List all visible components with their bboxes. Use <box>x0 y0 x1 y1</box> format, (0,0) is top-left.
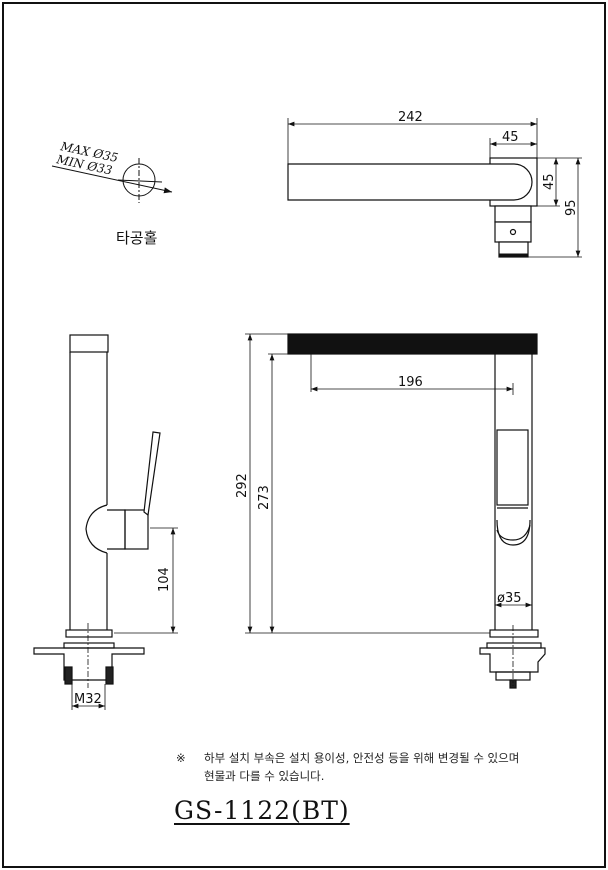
note-line-2: 현물과 다를 수 있습니다. <box>204 769 325 783</box>
dim-handle-height-104: 104 <box>157 567 172 592</box>
installation-note: ※ 하부 설치 부속은 설치 용이성, 안전성 등을 위해 변경될 수 있으며 현… <box>176 749 519 785</box>
note-line-1: 하부 설치 부속은 설치 용이성, 안전성 등을 위해 변경될 수 있으며 <box>204 751 520 765</box>
dim-body-depth-45: 45 <box>542 173 557 190</box>
dim-total-height-292: 292 <box>235 473 250 498</box>
dim-diameter-35: ø35 <box>497 591 522 606</box>
top-view <box>287 118 582 258</box>
side-view <box>33 334 178 710</box>
dim-spout-height-273: 273 <box>257 485 272 510</box>
dim-body-width-45: 45 <box>502 130 519 145</box>
mounting-hole-symbol <box>51 158 173 203</box>
note-mark: ※ <box>176 751 186 765</box>
dim-total-depth-95: 95 <box>564 199 579 216</box>
hole-caption: 타공홀 <box>116 229 157 247</box>
dim-length-242: 242 <box>398 110 423 125</box>
front-view <box>245 333 546 689</box>
dim-thread-m32: M32 <box>74 692 102 707</box>
model-number: GS-1122(BT) <box>174 796 350 825</box>
dim-reach-196: 196 <box>398 375 423 390</box>
